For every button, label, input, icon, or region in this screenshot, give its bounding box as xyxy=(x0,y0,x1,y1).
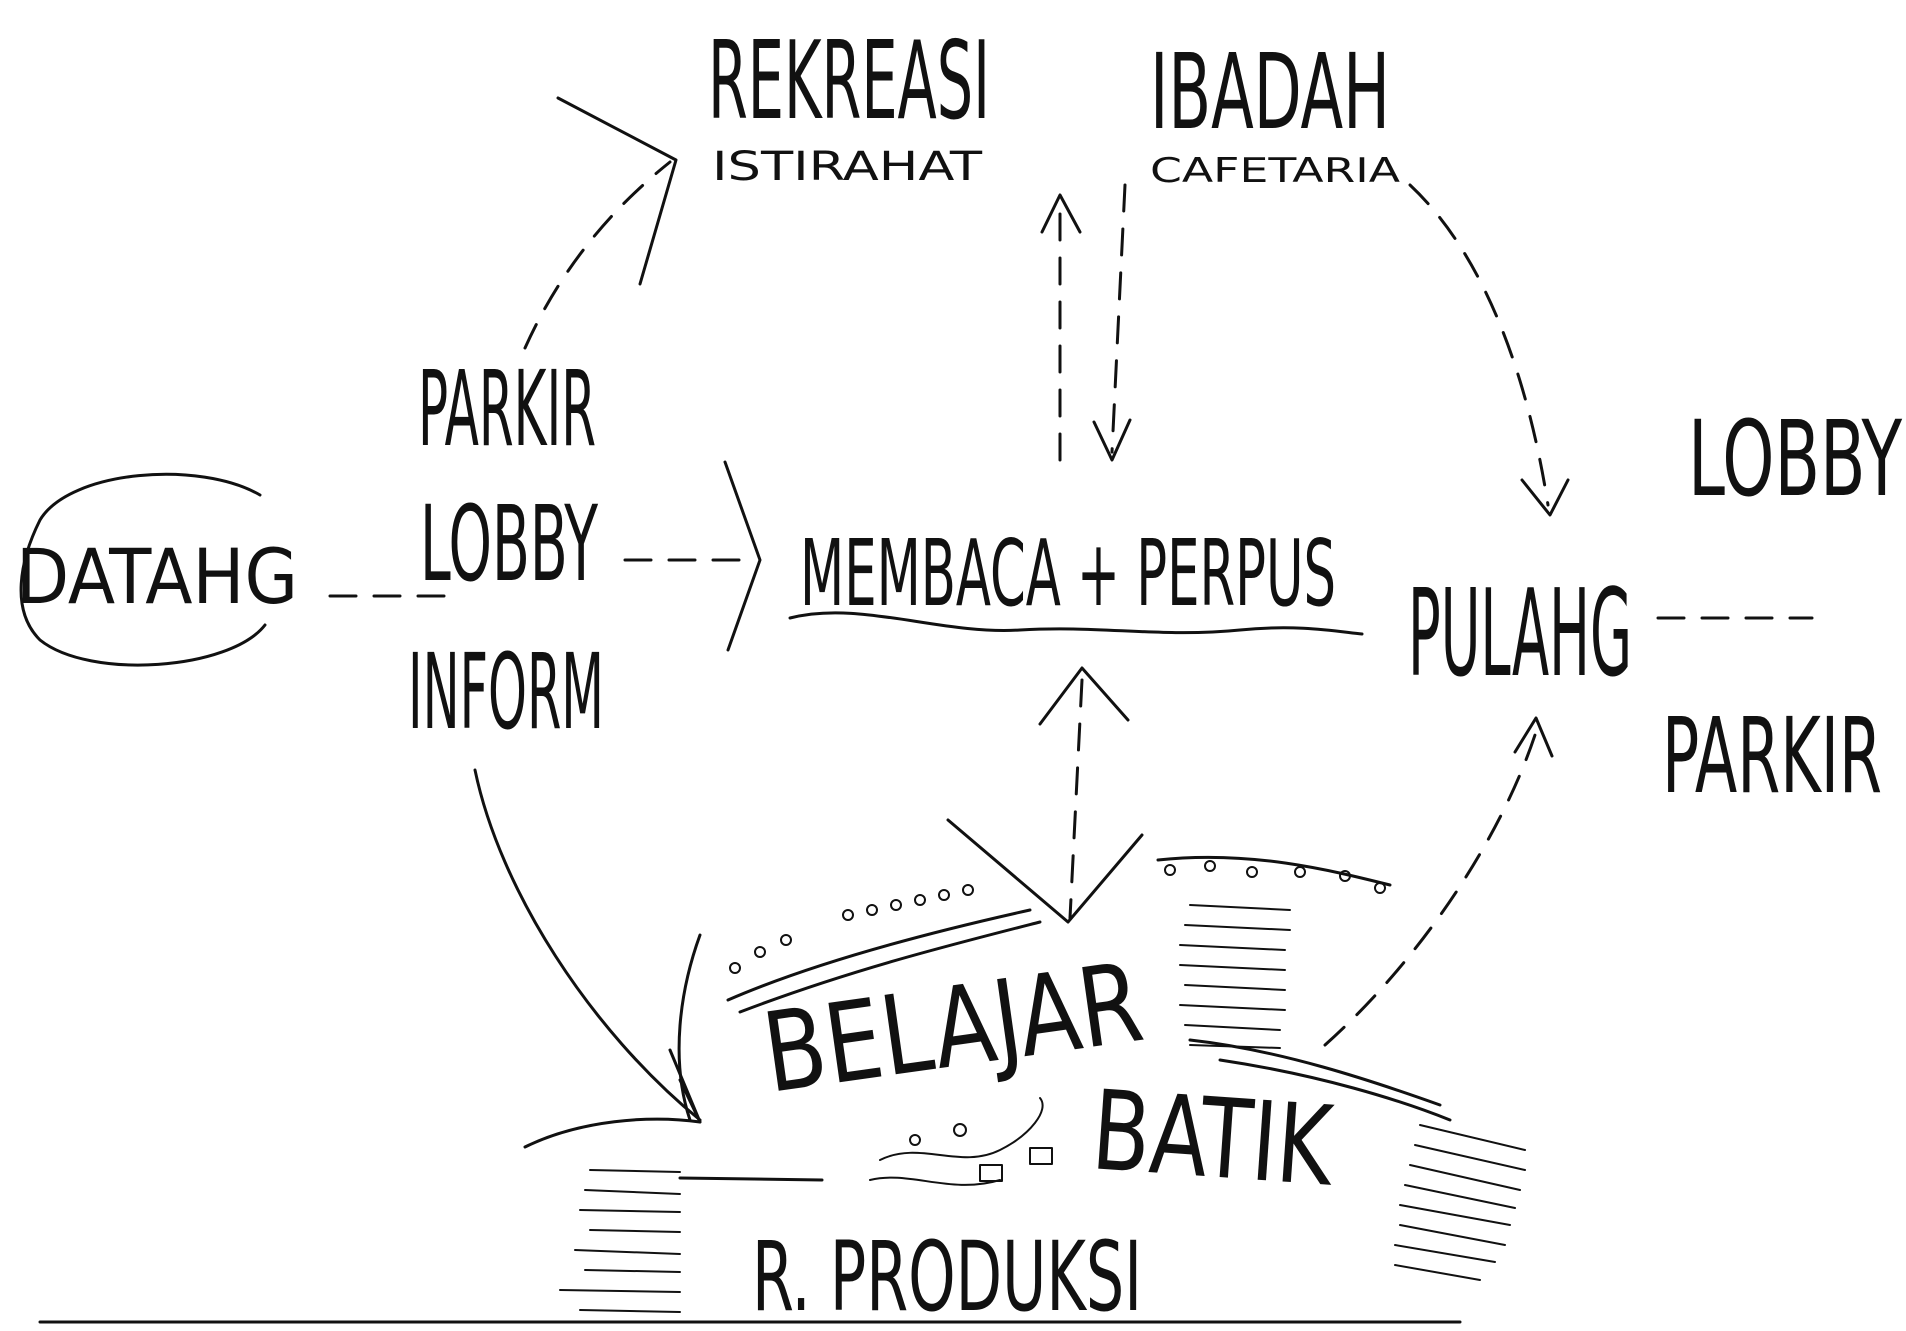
node-belajar: BELAJAR xyxy=(756,938,1150,1118)
arrowhead-pulang-top xyxy=(1520,478,1570,517)
batik-motif xyxy=(869,1097,1053,1186)
node-batik: BATIK xyxy=(1088,1066,1338,1211)
node-pulang: PULAHG xyxy=(1408,565,1632,704)
arrowhead-belajar-v xyxy=(946,818,1144,924)
connector-cafetaria-pulang xyxy=(1408,183,1550,507)
dots-row-right xyxy=(1164,860,1386,894)
batik-roof-line-2 xyxy=(1218,1058,1452,1122)
hatching-left xyxy=(559,1169,681,1313)
arrowhead-belajar-left xyxy=(668,1048,702,1124)
node-parkir-right: PARKIR xyxy=(1662,695,1882,817)
connector-membaca-belajar xyxy=(1068,678,1084,920)
arrowhead-pulang-bottom xyxy=(1513,716,1554,758)
produksi-roof xyxy=(523,1117,702,1149)
node-ibadah: IBADAH xyxy=(1150,31,1390,153)
belajar-roof-line-1 xyxy=(726,908,1032,1002)
belajar-right-roof xyxy=(1156,855,1392,887)
node-produksi: R. PRODUKSI xyxy=(752,1221,1142,1331)
connector-inform-belajar xyxy=(473,768,702,1122)
arrowhead-rekreasi xyxy=(556,96,678,286)
dots-row-left xyxy=(729,884,974,974)
arrowhead-membaca-left xyxy=(723,460,762,652)
node-istirahat: ISTIRAHAT xyxy=(712,144,983,190)
membaca-underline xyxy=(788,611,1364,636)
connector-batik-pulang xyxy=(1323,733,1537,1047)
hatching-center xyxy=(1179,904,1291,1049)
node-lobby-left: LOBBY xyxy=(420,483,599,605)
node-parkir-left: PARKIR xyxy=(418,348,596,470)
arrowhead-membaca-bottom xyxy=(1038,666,1130,726)
arrowhead-up xyxy=(1040,193,1082,234)
node-membaca-perpus: MEMBACA + PERPUS xyxy=(800,520,1336,627)
hatching-right xyxy=(1394,1124,1526,1281)
node-rekreasi: REKREASI xyxy=(708,19,990,144)
belajar-side-line xyxy=(677,933,702,1122)
arrowhead-down xyxy=(1092,418,1132,462)
batik-roof-line xyxy=(1188,1038,1442,1107)
node-cafetaria: CAFETARIA xyxy=(1150,151,1400,191)
belajar-roof-line-2 xyxy=(738,920,1042,1014)
connector-membaca-down xyxy=(1110,183,1127,454)
node-lobby-right: LOBBY xyxy=(1688,398,1903,520)
node-inform: INFORM xyxy=(408,631,604,753)
node-datang: DATAHG xyxy=(16,532,298,621)
produksi-ledge xyxy=(678,1176,824,1182)
datang-bubble xyxy=(19,472,267,667)
